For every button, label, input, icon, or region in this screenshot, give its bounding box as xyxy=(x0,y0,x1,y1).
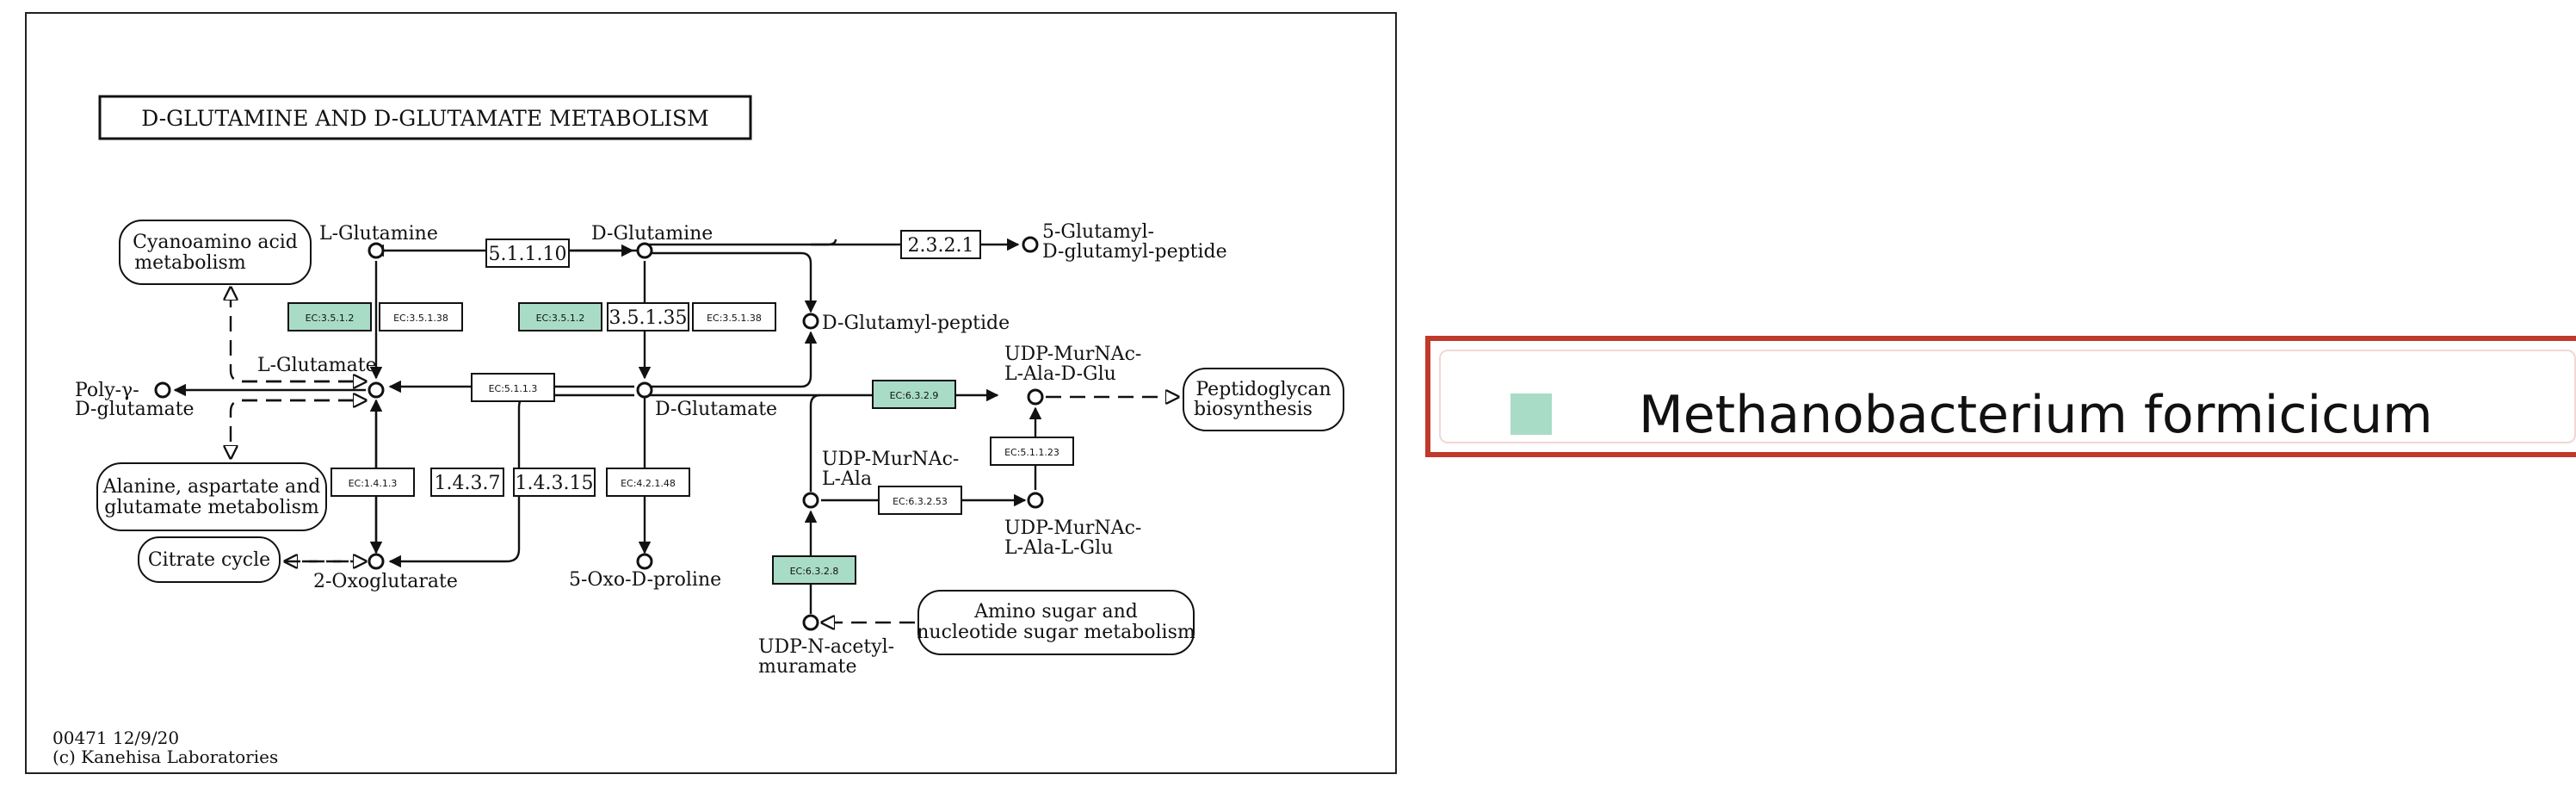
compound-label-glutamyl-peptide-2: D-glutamyl-peptide xyxy=(1042,241,1227,263)
enzyme-1-4-3-7[interactable]: 1.4.3.7 xyxy=(430,468,504,497)
pathway-label: Cyanoamino acid xyxy=(133,232,298,253)
compound-label-d-glutamyl-peptide: D-Glutamyl-peptide xyxy=(822,313,1010,334)
enzyme-label: 3.5.1.35 xyxy=(609,307,688,329)
enzyme-label: EC:1.4.1.3 xyxy=(349,478,398,489)
compound-node-udp-murnac-ala-lglu[interactable] xyxy=(1027,492,1044,509)
compound-node-d-glutamate[interactable] xyxy=(636,381,653,399)
pathway-cyanoamino[interactable]: Cyanoamino acid metabolism xyxy=(119,220,312,285)
enzyme-ec-5-1-1-23[interactable]: EC:5.1.1.23 xyxy=(990,437,1074,466)
enzyme-label: EC:3.5.1.38 xyxy=(707,313,762,324)
compound-label-poly-glutamate-2: D-glutamate xyxy=(75,399,195,420)
compound-label-udp-dglu-2: L-Ala-D-Glu xyxy=(1004,363,1116,385)
compound-label-d-glutamate: D-Glutamate xyxy=(655,399,777,420)
enzyme-label: EC:4.2.1.48 xyxy=(621,478,676,489)
enzyme-label: 5.1.1.10 xyxy=(489,244,567,265)
pathway-label: Citrate cycle xyxy=(148,549,270,571)
compound-label-oxoproline: 5-Oxo-D-proline xyxy=(569,569,721,591)
compound-label-l-glutamine: L-Glutamine xyxy=(319,223,438,245)
enzyme-ec-1-4-1-3[interactable]: EC:1.4.1.3 xyxy=(330,468,415,497)
organism-legend: Methanobacterium formicicum xyxy=(1425,336,2576,457)
compound-node-udp-acetylmuramate[interactable] xyxy=(802,614,819,631)
legend-swatch xyxy=(1510,393,1552,435)
pathway-label: metabolism xyxy=(134,252,246,274)
enzyme-label: EC:6.3.2.8 xyxy=(790,566,839,577)
pathway-amino-sugar[interactable]: Amino sugar and nucleotide sugar metabol… xyxy=(917,590,1195,655)
copyright: (c) Kanehisa Laboratories xyxy=(53,747,278,767)
enzyme-label: 1.4.3.15 xyxy=(516,473,594,494)
map-id: 00471 12/9/20 xyxy=(53,728,179,748)
compound-label-d-glutamine: D-Glutamine xyxy=(591,223,713,245)
enzyme-ec-6-3-2-9[interactable]: EC:6.3.2.9 xyxy=(872,380,956,409)
link-lglu-cyanoamino xyxy=(231,288,354,383)
compound-node-d-glutamyl-peptide[interactable] xyxy=(802,313,819,330)
pathway-label: Peptidoglycan xyxy=(1195,379,1331,400)
enzyme-label: EC:5.1.1.3 xyxy=(489,383,538,394)
compound-node-udp-murnac-ala[interactable] xyxy=(802,492,819,509)
edge-dglu-to-oxo xyxy=(388,393,634,568)
pathway-alanine[interactable]: Alanine, aspartate and glutamate metabol… xyxy=(96,462,327,531)
enzyme-label: EC:5.1.1.23 xyxy=(1004,447,1059,458)
compound-node-glutamyl-peptide[interactable] xyxy=(1022,236,1039,253)
compound-label-oxoglutarate: 2-Oxoglutarate xyxy=(313,571,458,592)
pathway-label: Alanine, aspartate and xyxy=(102,476,321,498)
enzyme-ec-4-2-1-48[interactable]: EC:4.2.1.48 xyxy=(606,468,690,497)
compound-label-udp-dglu-1: UDP-MurNAc- xyxy=(1004,344,1141,365)
compound-node-oxoproline[interactable] xyxy=(636,553,653,570)
title-box xyxy=(98,95,752,140)
pathway-label: biosynthesis xyxy=(1194,399,1313,420)
edge-dglu-to-dglutamyl-peptide xyxy=(648,331,818,388)
enzyme-label: EC:6.3.2.9 xyxy=(890,390,939,401)
pathway-label: Amino sugar and xyxy=(973,601,1138,623)
compound-label-glutamyl-peptide-1: 5-Glutamyl- xyxy=(1042,221,1154,243)
enzyme-ec-3-5-1-38-right[interactable]: EC:3.5.1.38 xyxy=(692,302,776,331)
enzyme-label: EC:3.5.1.38 xyxy=(393,313,448,324)
compound-label-udp-lglu-1: UDP-MurNAc- xyxy=(1004,517,1141,539)
compound-label-l-glutamate: L-Glutamate xyxy=(257,355,377,376)
enzyme-label: 1.4.3.7 xyxy=(435,473,501,494)
enzyme-ec-3-5-1-2-right[interactable]: EC:3.5.1.2 xyxy=(518,302,602,331)
pathway-label: nucleotide sugar metabolism xyxy=(917,622,1195,643)
compound-node-d-glutamine[interactable] xyxy=(636,242,653,259)
pathway-peptidoglycan[interactable]: Peptidoglycan biosynthesis xyxy=(1183,368,1344,431)
compound-label-udp-acetyl-2: muramate xyxy=(758,656,857,678)
compound-node-l-glutamate[interactable] xyxy=(368,381,385,399)
enzyme-ec-5-1-1-3[interactable]: EC:5.1.1.3 xyxy=(471,373,555,402)
pathway-diagram: D-GLUTAMINE AND D-GLUTAMATE METABOLISM 5… xyxy=(53,95,1344,767)
compound-label-udp-ala-1: UDP-MurNAc- xyxy=(822,449,959,470)
enzyme-label: 2.3.2.1 xyxy=(908,235,974,257)
compound-node-poly-glutamate[interactable] xyxy=(154,381,171,399)
compound-label-udp-ala-2: L-Ala xyxy=(822,468,872,490)
legend-panel: Methanobacterium formicicum xyxy=(1439,350,2576,445)
enzyme-label: EC:6.3.2.53 xyxy=(893,496,948,507)
pathway-label: glutamate metabolism xyxy=(104,497,319,518)
enzyme-3-5-1-35[interactable]: 3.5.1.35 xyxy=(607,302,689,331)
pathway-citrate[interactable]: Citrate cycle xyxy=(138,536,281,583)
edge-dgln-to-dglutamyl-peptide xyxy=(648,251,818,313)
compound-label-udp-acetyl-1: UDP-N-acetyl- xyxy=(758,636,894,658)
enzyme-2-3-2-1[interactable]: 2.3.2.1 xyxy=(900,230,981,259)
compound-node-udp-murnac-ala-dglu[interactable] xyxy=(1027,388,1044,406)
enzyme-label: EC:3.5.1.2 xyxy=(536,313,585,324)
compound-label-poly-glutamate-1: Poly-γ- xyxy=(75,380,139,401)
legend-organism-name: Methanobacterium formicicum xyxy=(1639,385,2433,445)
link-lglu-alanine xyxy=(231,399,354,458)
enzyme-ec-3-5-1-38-left[interactable]: EC:3.5.1.38 xyxy=(379,302,463,331)
enzyme-label: EC:3.5.1.2 xyxy=(306,313,355,324)
enzyme-1-4-3-15[interactable]: 1.4.3.15 xyxy=(513,468,596,497)
compound-node-oxoglutarate[interactable] xyxy=(368,553,385,570)
enzyme-ec-6-3-2-8[interactable]: EC:6.3.2.8 xyxy=(772,555,856,585)
compound-label-udp-lglu-2: L-Ala-L-Glu xyxy=(1004,537,1113,559)
enzyme-ec-3-5-1-2-left[interactable]: EC:3.5.1.2 xyxy=(287,302,372,331)
pathway-map: D-GLUTAMINE AND D-GLUTAMATE METABOLISM 5… xyxy=(25,12,1397,774)
enzyme-ec-6-3-2-53[interactable]: EC:6.3.2.53 xyxy=(878,486,962,515)
compound-node-l-glutamine[interactable] xyxy=(368,242,385,259)
edge-udp-ala-to-junction xyxy=(809,393,821,492)
map-title: D-GLUTAMINE AND D-GLUTAMATE METABOLISM xyxy=(141,106,709,131)
edge-junction-top xyxy=(811,239,837,246)
enzyme-5-1-1-10[interactable]: 5.1.1.10 xyxy=(485,239,570,268)
